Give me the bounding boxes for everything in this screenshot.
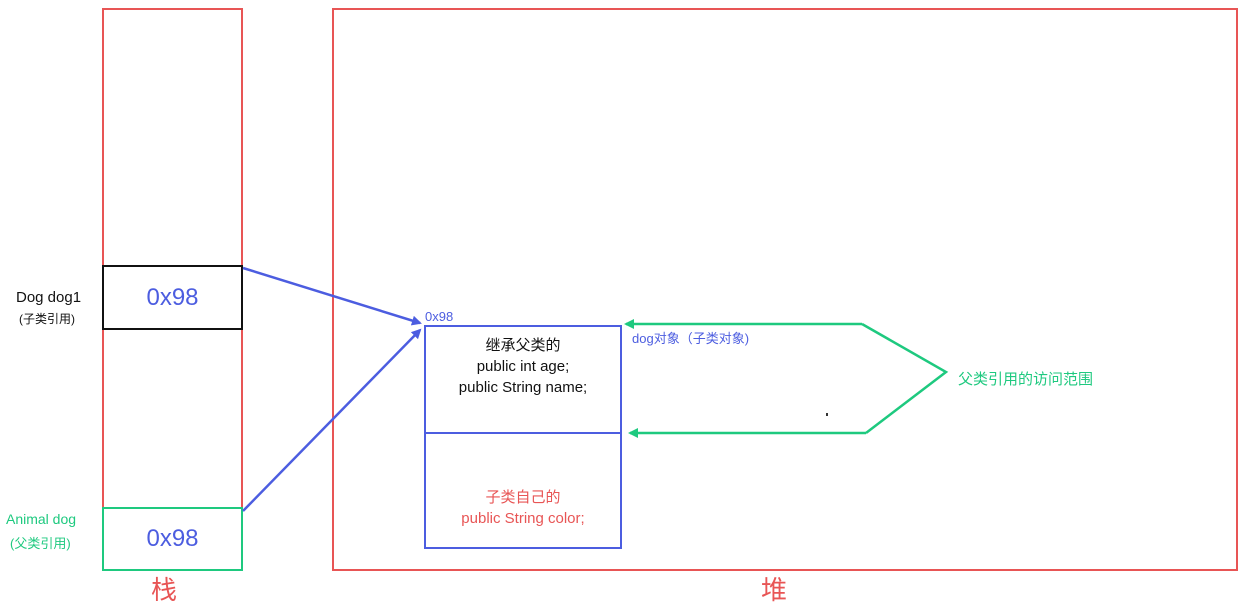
dog-variable-sublabel: (父类引用) — [10, 536, 71, 551]
stray-dot — [826, 413, 828, 416]
field-name: public String name; — [458, 379, 588, 396]
scope-label: 父类引用的访问范围 — [958, 371, 1094, 388]
object-divider — [426, 432, 620, 434]
dog-reference-value: 0x98 — [146, 525, 199, 552]
heap-dog-object: 继承父类的 public int age; public String name… — [424, 325, 622, 549]
own-heading: 子类自己的 — [485, 489, 561, 506]
heap-frame — [332, 8, 1238, 571]
object-address-label: 0x98 — [425, 309, 454, 324]
stack-slot-dog1: 0x98 — [102, 265, 243, 330]
stack-title: 栈 — [151, 575, 178, 605]
field-color: public String color; — [461, 510, 585, 527]
inherited-heading: 继承父类的 — [485, 337, 561, 354]
dog-pointer-arrow — [242, 328, 422, 512]
heap-title: 堆 — [761, 575, 788, 605]
dog-variable-label: Animal dog — [6, 511, 77, 527]
dog1-variable-label: Dog dog1 — [16, 289, 82, 306]
dog1-pointer-arrow — [242, 266, 422, 326]
dog1-variable-sublabel: (子类引用) — [19, 312, 75, 326]
field-age: public int age; — [476, 358, 570, 375]
stack-slot-dog: 0x98 — [102, 507, 243, 571]
dog1-reference-value: 0x98 — [146, 283, 199, 311]
own-fields: 子类自己的 public String color; — [426, 487, 620, 529]
inherited-fields: 继承父类的 public int age; public String name… — [426, 335, 620, 398]
scope-bracket — [861, 322, 949, 434]
object-caption: dog对象（子类对象) — [632, 331, 750, 346]
